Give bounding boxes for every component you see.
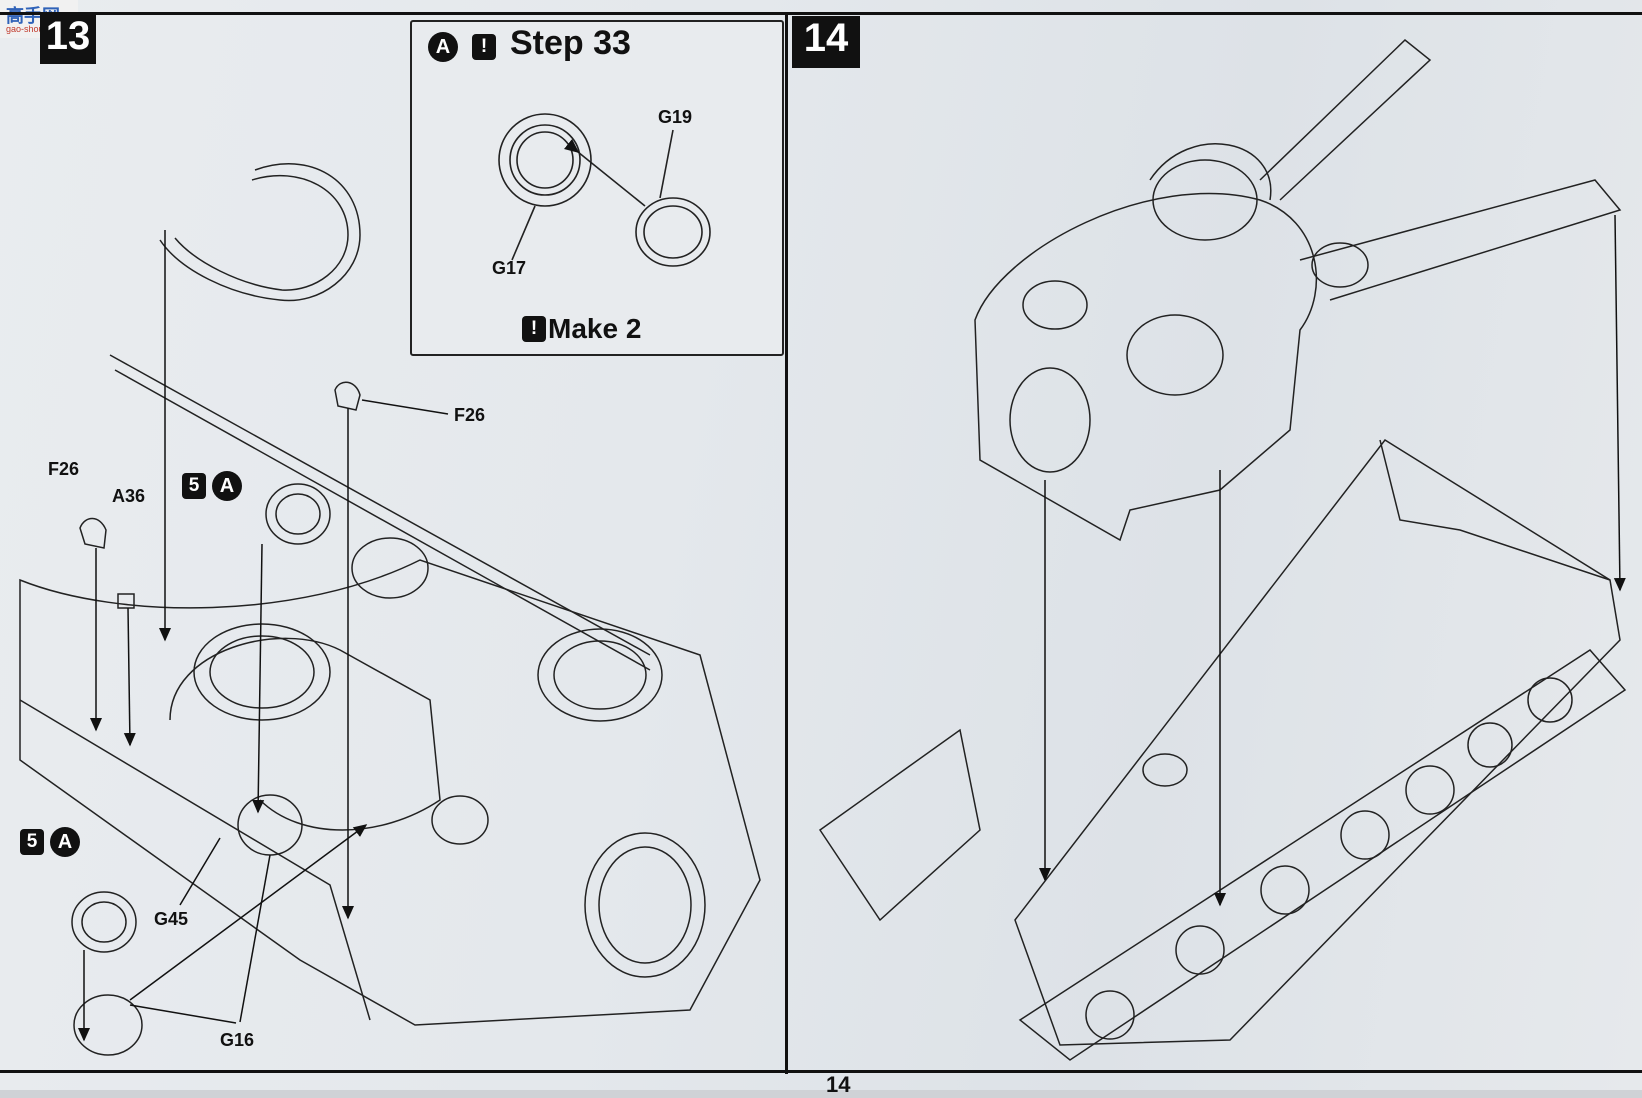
hatch-ring-g17 [499,114,591,206]
gun-rail-right [1300,180,1620,300]
part-label-f26-left: F26 [48,459,80,479]
right-tank-drawing [820,40,1625,1060]
watermark-subtext: gao-shou.net [6,24,59,34]
bracket-a36 [118,594,134,608]
ring-g19 [636,198,710,266]
step-33-title: Step 33 [510,24,631,62]
turret-ring-part [160,164,360,301]
turret-body [975,194,1316,540]
gun-rail-top [1260,40,1430,200]
ring-g16-upper [238,795,302,855]
hull-front-plate [820,730,980,920]
road-wheel-1 [1086,991,1134,1039]
option-a-icon-1: A [212,471,242,501]
turret-rear-port [1010,368,1090,472]
hook-f26-top [335,382,360,410]
turret-left-drawing [20,164,760,1055]
track-run [1020,650,1625,1060]
make-quantity-text: Make 2 [548,313,642,344]
warning-icon: ! [472,34,496,60]
step-14-number: 14 [792,16,860,68]
loader-hatch [538,629,662,721]
loose-hatch-ring [266,484,330,544]
road-wheel-4 [1341,811,1389,859]
center-divider [785,14,788,1074]
road-wheel-6 [1468,723,1512,767]
option-a-icon: A [428,32,458,62]
part-label-g17: G17 [492,258,527,278]
hull-outline [20,560,760,1025]
step-13-number: 13 [40,14,96,64]
option-5-icon-1: 5 [182,473,206,499]
part-label-g16: G16 [220,1030,255,1050]
left-assembly-arrows [78,230,448,1042]
road-wheel-2 [1176,926,1224,974]
make-warning-icon: ! [522,316,546,342]
side-rail [110,355,650,670]
cupola-ring [1150,144,1271,200]
hull-body [1015,440,1620,1045]
option-a-icon-2: A [50,827,80,857]
part-label-g45: G45 [154,909,189,929]
right-loader-hatch [1127,315,1223,395]
hook-f26-left [80,518,106,548]
loose-hatch-g16 [72,892,136,952]
part-label-f26-top: F26 [454,405,486,425]
road-wheel-7 [1528,678,1572,722]
rear-port [585,833,705,977]
right-assembly-arrows [1039,215,1626,907]
ring-g16-lower [74,995,142,1055]
road-wheel-3 [1261,866,1309,914]
commander-hatch [194,624,330,720]
road-wheel-5 [1406,766,1454,814]
part-label-g19: G19 [658,107,693,127]
right-commander-hatch [1153,160,1257,240]
option-5-icon-2: 5 [20,829,44,855]
bottom-border [0,1070,1642,1073]
top-border [0,12,1642,15]
part-label-a36: A36 [112,486,146,506]
step-33-inset-parts [499,114,710,266]
step-33-inset [410,20,784,356]
